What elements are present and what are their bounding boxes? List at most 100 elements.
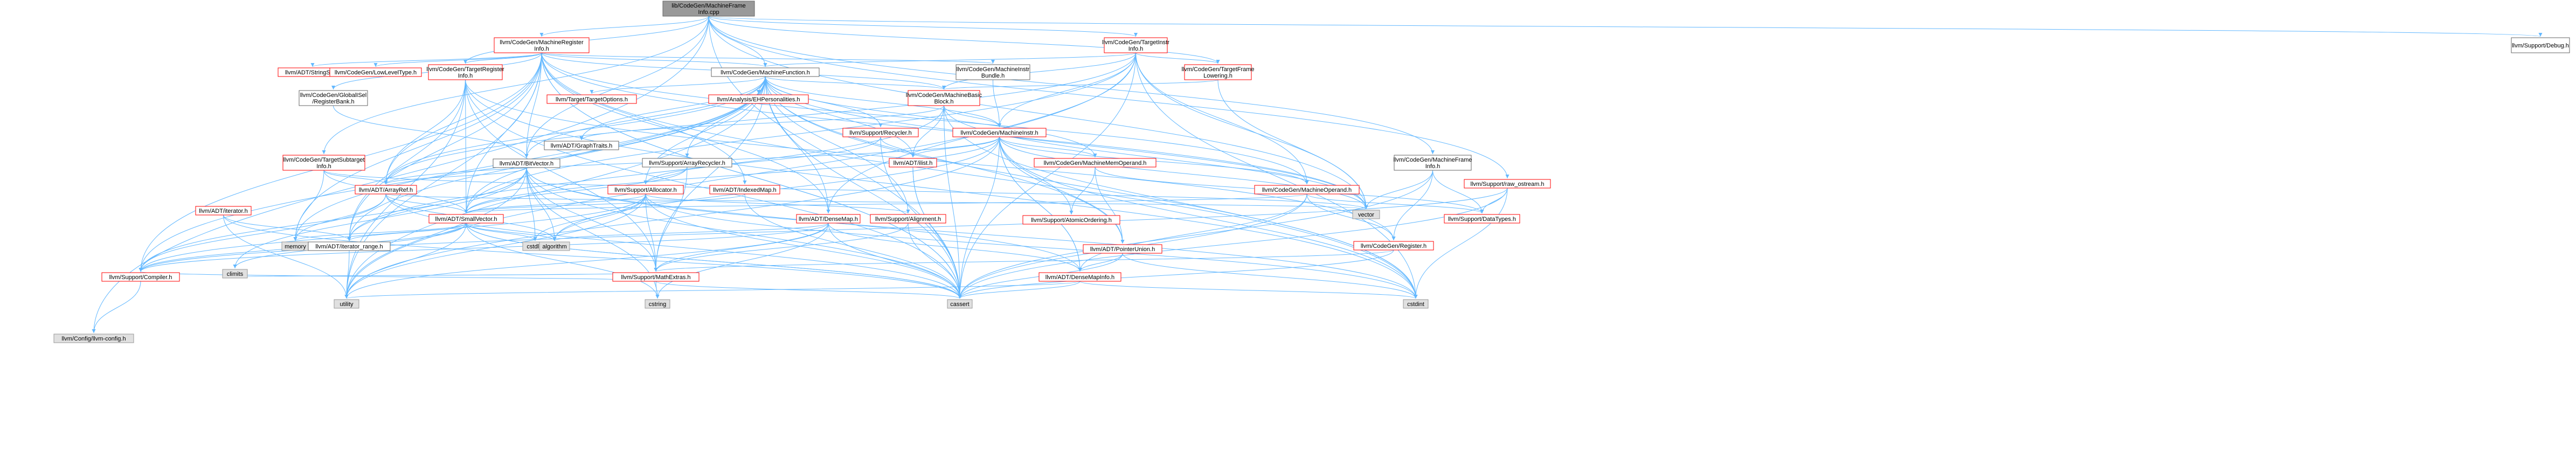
- node-mmo[interactable]: llvm/CodeGen/MachineMemOperand.h: [1034, 158, 1157, 168]
- node-ilist[interactable]: llvm/ADT/ilist.h: [889, 158, 937, 168]
- node-topts[interactable]: llvm/Target/TargetOptions.h: [546, 94, 637, 104]
- dependency-edge: [541, 52, 767, 67]
- node-box: [952, 128, 1047, 137]
- node-ptrunion[interactable]: llvm/ADT/PointerUnion.h: [1083, 244, 1162, 254]
- dependency-edge: [541, 52, 962, 299]
- node-label: llvm/ADT/BitVector.h: [500, 161, 553, 167]
- dependency-edge: [655, 281, 962, 299]
- dependency-edge: [344, 52, 1136, 299]
- node-compiler[interactable]: llvm/Support/Compiler.h: [101, 272, 180, 282]
- dependency-edge: [958, 281, 1081, 299]
- node-label: llvm/CodeGen/TargetFrame: [1181, 66, 1254, 73]
- dependency-edge: [344, 76, 766, 299]
- dependency-edge: [526, 167, 962, 299]
- node-label: llvm/Support/Alignment.h: [875, 216, 941, 223]
- dependency-edge: [654, 166, 688, 272]
- dependency-edge: [999, 136, 1082, 272]
- node-label: llvm/ADT/SmallVector.h: [435, 216, 497, 223]
- node-box: [334, 299, 359, 309]
- dependency-edge: [344, 223, 467, 299]
- node-alignment[interactable]: llvm/Support/Alignment.h: [870, 214, 946, 224]
- node-label: Info.h: [534, 46, 549, 52]
- node-dmi[interactable]: llvm/ADT/DenseMapInfo.h: [1038, 272, 1121, 282]
- node-box: [1403, 299, 1429, 309]
- node-recycler[interactable]: llvm/Support/Recycler.h: [842, 128, 919, 137]
- dependency-edge: [464, 136, 1000, 214]
- dependency-edge: [539, 16, 709, 37]
- dependency-edge: [466, 223, 557, 241]
- node-indexedmap[interactable]: llvm/ADT/IndexedMap.h: [709, 185, 780, 195]
- node-label: llvm/CodeGen/Register.h: [1361, 243, 1427, 249]
- dependency-edge: [654, 223, 909, 272]
- node-mathextras[interactable]: llvm/Support/MathExtras.h: [612, 272, 700, 282]
- node-label: llvm/CodeGen/MachineInstr: [957, 66, 1030, 73]
- node-label: llvm/Target/TargetOptions.h: [556, 96, 628, 103]
- dependency-edge: [139, 193, 646, 272]
- node-register[interactable]: llvm/CodeGen/Register.h: [1353, 241, 1434, 251]
- dependency-edge: [465, 79, 658, 272]
- dependency-edge: [552, 223, 829, 241]
- dependency-edge: [958, 188, 1508, 299]
- node-box: [1034, 158, 1157, 168]
- dependency-edge: [944, 105, 1418, 299]
- node-graph[interactable]: llvm/ADT/GraphTraits.h: [544, 141, 619, 150]
- node-label: llvm/Support/ArrayRecycler.h: [649, 160, 725, 166]
- dependency-edge: [526, 167, 1418, 299]
- node-mi[interactable]: llvm/CodeGen/MachineInstr.h: [952, 128, 1047, 137]
- node-box: [796, 214, 861, 224]
- node-iterator[interactable]: llvm/ADT/iterator.h: [195, 206, 252, 216]
- node-label: llvm/ADT/GraphTraits.h: [551, 143, 613, 149]
- node-atomic[interactable]: llvm/Support/AtomicOrdering.h: [1022, 215, 1120, 225]
- node-debug[interactable]: llvm/Support/Debug.h: [2511, 37, 2570, 53]
- node-box: [642, 158, 732, 168]
- dependency-edge: [541, 52, 830, 214]
- dependency-edge: [310, 52, 542, 67]
- node-datatypes[interactable]: llvm/Support/DataTypes.h: [1444, 214, 1520, 224]
- node-rawos[interactable]: llvm/Support/raw_ostream.h: [1464, 179, 1551, 189]
- node-smallvector[interactable]: llvm/ADT/SmallVector.h: [428, 214, 504, 224]
- dependency-edge: [1135, 52, 1418, 299]
- node-ehp[interactable]: llvm/Analysis/EHPersonalities.h: [708, 94, 809, 104]
- node-label: Info.h: [458, 73, 473, 79]
- dependency-edge: [139, 223, 829, 272]
- node-label: llvm/ADT/ilist.h: [894, 160, 933, 166]
- dependency-edge: [524, 52, 542, 158]
- node-allocator[interactable]: llvm/Support/Allocator.h: [607, 185, 684, 195]
- node-box: [711, 67, 820, 77]
- node-densemap[interactable]: llvm/ADT/DenseMap.h: [796, 214, 861, 224]
- dependency-edge: [645, 193, 658, 272]
- node-label: llvm/Support/Compiler.h: [109, 274, 172, 281]
- node-bitvector[interactable]: llvm/ADT/BitVector.h: [493, 158, 560, 168]
- dependency-edge: [654, 249, 1394, 272]
- dependency-edge: [533, 193, 646, 241]
- dependency-edge: [541, 52, 747, 185]
- dependency-edge: [526, 167, 537, 241]
- dependency-edge: [541, 52, 995, 64]
- node-mo[interactable]: llvm/CodeGen/MachineOperand.h: [1254, 185, 1360, 195]
- dependency-edge: [465, 79, 1418, 299]
- node-arrrec[interactable]: llvm/Support/ArrayRecycler.h: [642, 158, 732, 168]
- dependency-edge: [708, 16, 1138, 37]
- node-llt[interactable]: llvm/CodeGen/LowLevelType.h: [329, 67, 422, 77]
- dependency-edge: [765, 76, 1001, 128]
- node-itrange[interactable]: llvm/ADT/iterator_range.h: [308, 241, 391, 251]
- node-label: llvm/CodeGen/MachineOperand.h: [1262, 187, 1352, 193]
- node-label: cstring: [649, 301, 666, 308]
- node-label: llvm/ADT/ArrayRef.h: [359, 187, 413, 193]
- dependency-edge: [912, 166, 962, 299]
- node-label: /RegisterBank.h: [312, 99, 354, 105]
- dependency-edge: [541, 52, 1309, 185]
- node-arrayref[interactable]: llvm/ADT/ArrayRef.h: [355, 185, 417, 195]
- node-cassert: cassert: [947, 299, 973, 309]
- node-mf[interactable]: llvm/CodeGen/MachineFunction.h: [711, 67, 820, 77]
- node-gisel[interactable]: llvm/CodeGen/GlobalISel/RegisterBank.h: [299, 90, 368, 106]
